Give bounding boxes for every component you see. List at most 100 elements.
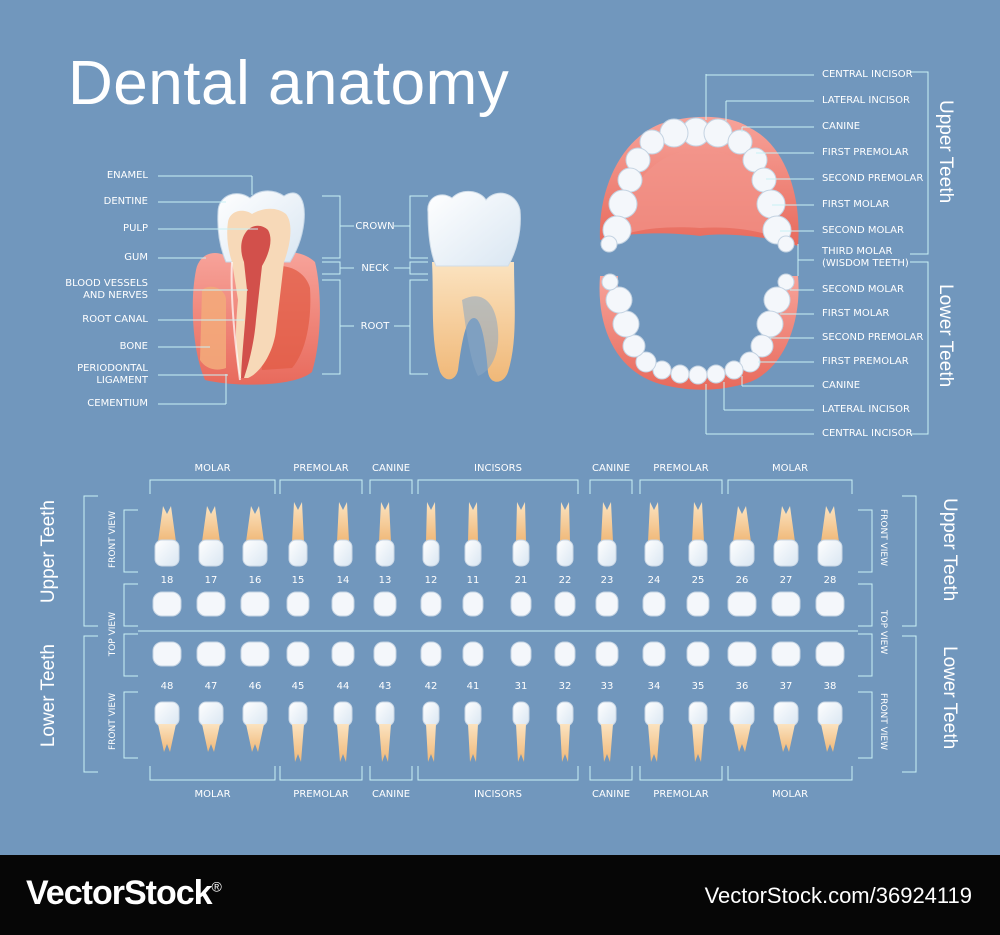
bracket-line xyxy=(910,261,929,435)
lower-tooth-occlusal xyxy=(510,641,532,667)
bracket-line xyxy=(279,479,363,494)
lower-tooth-root xyxy=(692,724,704,762)
lower-arch-tooth xyxy=(622,334,646,358)
bracket-line xyxy=(858,633,873,677)
upper-tooth-root xyxy=(516,502,526,542)
chart-bottom-group-label: INCISORS xyxy=(474,789,522,800)
bracket-line xyxy=(902,635,917,773)
lower-tooth-occlusal xyxy=(331,641,355,667)
lower-tooth-number: 46 xyxy=(248,681,262,692)
lower-tooth-number: 34 xyxy=(647,681,661,692)
upper-tooth-occlusal xyxy=(595,591,619,617)
upper-tooth-occlusal xyxy=(331,591,355,617)
bracket-line xyxy=(369,766,413,781)
chart-bottom-group-label: CANINE xyxy=(371,789,411,800)
upper-arch-tooth xyxy=(727,129,753,155)
arch-upper-label: CENTRAL INCISOR xyxy=(822,69,913,80)
upper-tooth-occlusal xyxy=(420,591,442,617)
lower-tooth-root xyxy=(821,724,839,752)
lower-tooth-number: 31 xyxy=(514,681,528,692)
tooth-part-label-crown: CROWN xyxy=(355,221,395,232)
top-view-label-right: TOP VIEW xyxy=(878,610,888,655)
upper-arch-tooth xyxy=(751,167,777,193)
upper-tooth-root xyxy=(733,506,751,542)
lower-tooth-crown xyxy=(644,701,664,727)
upper-tooth-number: 24 xyxy=(647,575,661,586)
chart-bottom-group-label: PREMOLAR xyxy=(293,789,349,800)
arch-lower-label: FIRST PREMOLAR xyxy=(822,356,909,367)
upper-palate-inner xyxy=(620,150,781,238)
bracket-line xyxy=(589,766,633,781)
upper-tooth-number: 26 xyxy=(735,575,749,586)
arch-upper-label: SECOND PREMOLAR xyxy=(822,173,924,184)
whole-tooth-crown xyxy=(427,191,521,267)
bracket-line xyxy=(369,479,413,494)
bracket-line xyxy=(83,635,98,773)
lower-tooth-number: 42 xyxy=(424,681,438,692)
lower-tooth-root xyxy=(379,724,391,762)
upper-arch-tooth xyxy=(600,235,618,253)
chart-bottom-group-label: CANINE xyxy=(591,789,631,800)
upper-tooth-crown xyxy=(333,539,353,567)
upper-tooth-occlusal xyxy=(510,591,532,617)
upper-tooth-crown xyxy=(773,539,799,567)
bracket-line xyxy=(727,479,853,494)
upper-tooth-crown xyxy=(422,539,440,567)
chart-upper-side-right: Upper Teeth xyxy=(939,498,960,602)
upper-tooth-number: 28 xyxy=(823,575,837,586)
upper-tooth-number: 25 xyxy=(691,575,705,586)
upper-tooth-crown xyxy=(597,539,617,567)
upper-tooth-occlusal xyxy=(727,591,757,617)
lower-arch-tooth xyxy=(612,310,640,338)
lower-tooth-crown xyxy=(333,701,353,727)
lower-tooth-occlusal xyxy=(686,641,710,667)
lower-arch-tooth xyxy=(763,286,791,314)
top-view-label-left: TOP VIEW xyxy=(108,612,118,657)
bracket-line xyxy=(727,766,853,781)
upper-tooth-root xyxy=(246,506,264,542)
bracket-line xyxy=(322,261,341,275)
lower-tooth-occlusal xyxy=(642,641,666,667)
upper-tooth-crown xyxy=(242,539,268,567)
lower-tooth-crown xyxy=(556,701,574,727)
bracket-line xyxy=(589,479,633,494)
lower-tooth-crown xyxy=(464,701,482,727)
cross-section-label: BLOOD VESSELS AND NERVES xyxy=(65,278,148,301)
chart-bottom-group-label: PREMOLAR xyxy=(653,789,709,800)
chart-top-group-label: MOLAR xyxy=(194,463,231,474)
lower-tooth-root xyxy=(292,724,304,762)
upper-arch-tooth xyxy=(777,235,795,253)
arch-lower-label: FIRST MOLAR xyxy=(822,308,890,319)
bracket-line xyxy=(149,479,276,494)
lower-tooth-root xyxy=(516,724,526,762)
upper-arch-tooth xyxy=(608,189,638,219)
lower-tooth-occlusal xyxy=(420,641,442,667)
upper-tooth-occlusal xyxy=(462,591,484,617)
bracket-line xyxy=(123,509,138,573)
leader-lines xyxy=(83,71,929,781)
lower-tooth-crown xyxy=(422,701,440,727)
chart-top-group-label: PREMOLAR xyxy=(293,463,349,474)
upper-tooth-root xyxy=(292,502,304,542)
lower-tooth-occlusal xyxy=(595,641,619,667)
lower-tooth-number: 43 xyxy=(378,681,392,692)
lower-tooth-root xyxy=(777,724,795,752)
lower-tooth-number: 48 xyxy=(160,681,174,692)
tooth-cross-section xyxy=(192,190,320,385)
lower-tooth-root xyxy=(648,724,660,762)
upper-tooth-crown xyxy=(644,539,664,567)
lower-tooth-crown xyxy=(198,701,224,727)
chart-lower-side-right: Lower Teeth xyxy=(939,646,960,750)
chart-upper-side-left: Upper Teeth xyxy=(38,500,59,604)
upper-tooth-number: 22 xyxy=(558,575,572,586)
arch-lower-label: LATERAL INCISOR xyxy=(822,404,910,415)
upper-tooth-crown xyxy=(512,539,530,567)
arch-lower-side-label: Lower Teeth xyxy=(935,284,956,388)
lower-arch-tooth xyxy=(670,364,690,384)
lower-tooth-number: 44 xyxy=(336,681,350,692)
upper-tooth-root xyxy=(692,502,704,542)
arch-upper-label: CANINE xyxy=(822,121,861,132)
lower-tooth-occlusal xyxy=(373,641,397,667)
bracket-line xyxy=(123,691,138,759)
bracket-line xyxy=(83,495,98,627)
